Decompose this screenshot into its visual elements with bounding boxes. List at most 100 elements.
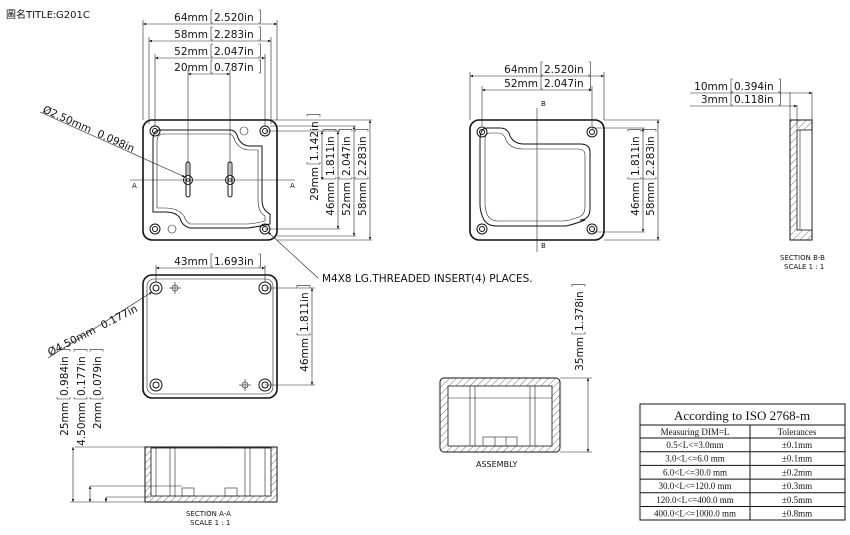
dimension-top-w58: 58mm 2.283in — [149, 26, 271, 43]
tolerance-row: 0.5<L<=3.0mm ±0.1mm — [640, 437, 845, 450]
keyhole-slots — [183, 161, 235, 198]
hole-large-in: 0.177in — [99, 303, 140, 332]
assembly-view: ASSEMBLY — [439, 377, 592, 469]
top-view: A A — [130, 20, 372, 241]
dimension-inch: 0.984in — [59, 356, 71, 396]
section-bb-label: SECTION B-B — [780, 254, 825, 262]
tolerance-row: 400.0<L<=1000.0 mm ±0.8mm — [640, 506, 845, 519]
section-aa-label: SECTION A-A — [186, 510, 231, 518]
title-label: 圖名TITLE: — [6, 8, 56, 21]
tolerance-row: 30.0<L<=120.0 mm ±0.3mm — [640, 478, 845, 491]
dimension-mm: 2mm — [92, 402, 104, 429]
dimension-mm: 52mm — [174, 46, 208, 58]
dimension-inch: 2.520in — [544, 64, 584, 76]
tolerance-range: 0.5<L<=3.0mm — [666, 440, 723, 450]
section-b-mark-bottom: B — [541, 242, 546, 250]
hole-small-mm: Ø2.50mm — [41, 104, 93, 136]
dimension-mm: 46mm — [299, 338, 311, 372]
mounting-holes — [149, 125, 271, 235]
tolerance-value: ±0.5mm — [782, 495, 812, 505]
hole-large-mm: Ø4.50mm — [46, 324, 98, 358]
tolerance-row: 3.0<L<=6.0 mm ±0.1mm — [640, 451, 845, 464]
dimension-inch: 1.142in — [309, 121, 321, 161]
drawing-title: 圖名TITLE: G201C — [6, 8, 90, 21]
dimension-top-h29: 29mm 1.142in — [306, 114, 324, 201]
dimension-seca-2: 2mm 0.079in — [89, 349, 108, 502]
bottom-face-view: B B — [469, 72, 660, 252]
dimension-mm: 52mm — [341, 182, 353, 216]
dimension-inch: 0.079in — [92, 356, 104, 396]
dimension-mm: 20mm — [174, 62, 208, 74]
dimension-inch: 2.283in — [214, 29, 254, 41]
dimension-inch: 2.520in — [214, 12, 254, 24]
tolerance-range: 120.0<L<=400.0 mm — [656, 495, 733, 505]
dimension-mm: 3mm — [701, 94, 728, 106]
dimension-top-h52: 52mm 2.047in — [338, 126, 356, 236]
dimension-right-w52: 52mm 2.047in — [482, 75, 592, 92]
dimension-inch: 2.047in — [214, 46, 254, 58]
dimension-inch: 2.047in — [341, 136, 353, 176]
dimension-mm: 46mm — [630, 182, 642, 216]
tolerance-range: 400.0<L<=1000.0 mm — [654, 509, 736, 519]
dimension-mm: 35mm — [574, 337, 586, 371]
header-measuring: Measuring DIM=L — [661, 427, 730, 437]
assembly-label: ASSEMBLY — [476, 460, 517, 469]
tolerance-row: 6.0<L<=30.0 mm ±0.2mm — [640, 464, 845, 477]
tolerance-value: ±0.3mm — [782, 481, 812, 491]
dimension-bot-w43: 43mm 1.693in — [156, 253, 265, 270]
tolerance-value: ±0.1mm — [782, 440, 812, 450]
section-bb-scale: SCALE 1 : 1 — [784, 263, 824, 271]
dimension-mm: 52mm — [504, 78, 538, 90]
dimension-inch: 0.787in — [214, 62, 254, 74]
dimension-mm: 58mm — [174, 29, 208, 41]
dimension-inch: 0.177in — [76, 356, 88, 396]
title-value: G201C — [56, 10, 90, 21]
section-aa-scale: SCALE 1 : 1 — [190, 519, 230, 527]
svg-text:Ø4.50mm 0.177in: Ø4.50mm 0.177in — [46, 303, 140, 359]
svg-text:Ø2.50mm 0.098in: Ø2.50mm 0.098in — [41, 104, 136, 155]
hole-small-in: 0.098in — [95, 128, 136, 155]
dimension-top-w20: 20mm 0.787in — [174, 59, 261, 76]
dimension-mm: 43mm — [174, 256, 208, 268]
tolerance-table-title: According to ISO 2768-m — [674, 408, 810, 423]
dimension-bot-h46: 46mm 1.811in — [296, 285, 314, 385]
insert-note-text: M4X8 LG.THREADED INSERT(4) PLACES. — [322, 273, 533, 285]
tolerance-value: ±0.1mm — [782, 454, 812, 464]
tolerance-range: 30.0<L<=120.0 mm — [659, 481, 732, 491]
dimension-top-h58: 58mm 2.283in — [354, 120, 372, 240]
dimension-inch: 2.283in — [357, 136, 369, 176]
dimension-secb-3: 3mm 0.118in — [690, 91, 797, 108]
dimension-seca-450: 4.50mm 0.177in — [73, 349, 92, 502]
tolerance-value: ±0.8mm — [782, 509, 812, 519]
dimension-mm: 29mm — [309, 167, 321, 201]
hole-diameter-callout-large: Ø4.50mm 0.177in — [46, 291, 153, 359]
section-b-b-view: SECTION B-B SCALE 1 : 1 — [780, 92, 825, 271]
hole-diameter-callout-small: Ø2.50mm 0.098in — [39, 104, 186, 178]
tolerance-range: 6.0<L<=30.0 mm — [663, 467, 727, 477]
dimension-top-w52: 52mm 2.047in — [155, 43, 265, 60]
dimension-mm: 10mm — [694, 81, 728, 93]
dimension-inch: 0.118in — [734, 94, 774, 106]
tolerance-table: According to ISO 2768-m Measuring DIM=L … — [639, 403, 846, 521]
dimension-mm: 58mm — [357, 182, 369, 216]
insert-note: M4X8 LG.THREADED INSERT(4) PLACES. — [267, 231, 533, 285]
tolerance-value: ±0.2mm — [782, 467, 812, 477]
section-b-mark-top: B — [541, 100, 546, 108]
dimension-inch: 1.693in — [214, 256, 254, 268]
dimension-mm: 64mm — [504, 64, 538, 76]
dimension-mm: 4.50mm — [76, 402, 88, 446]
section-a-mark-right: A — [290, 182, 295, 190]
dimension-inch: 1.811in — [299, 292, 311, 332]
tolerance-row: 120.0<L<=400.0 mm ±0.5mm — [640, 492, 845, 505]
header-tolerances: Tolerances — [778, 427, 817, 437]
dimension-mm: 58mm — [645, 182, 657, 216]
dimension-inch: 0.394in — [734, 81, 774, 93]
dimension-inch: 2.047in — [544, 78, 584, 90]
dimension-mm: 64mm — [174, 12, 208, 24]
tolerance-range: 3.0<L<=6.0 mm — [665, 454, 724, 464]
